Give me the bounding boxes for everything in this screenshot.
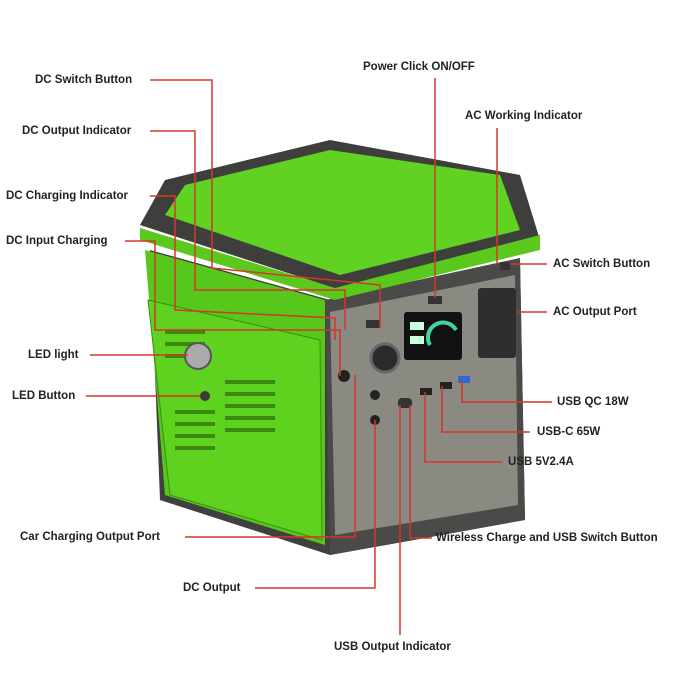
label-ac-working-indicator: AC Working Indicator xyxy=(465,110,583,122)
label-dc-output-indicator: DC Output Indicator xyxy=(22,125,132,137)
label-car-charging-output-port: Car Charging Output Port xyxy=(20,531,160,543)
label-power-click: Power Click ON/OFF xyxy=(363,61,475,73)
ac-output-socket xyxy=(478,288,516,358)
label-dc-charging-indicator: DC Charging Indicator xyxy=(6,190,129,202)
label-usb-qc: USB QC 18W xyxy=(557,396,629,408)
label-led-light: LED light xyxy=(28,349,79,361)
leader-lines xyxy=(86,78,552,635)
label-dc-switch-button: DC Switch Button xyxy=(35,74,133,86)
power-station-body xyxy=(140,140,540,555)
label-dc-input-charging: DC Input Charging xyxy=(6,235,108,247)
label-led-button: LED Button xyxy=(12,390,76,402)
label-dc-output: DC Output xyxy=(183,582,241,594)
label-ac-switch-button: AC Switch Button xyxy=(553,258,651,270)
led-button-icon xyxy=(200,391,210,401)
label-ac-output-port: AC Output Port xyxy=(553,306,637,318)
car-charging-port xyxy=(369,342,401,374)
led-light-icon xyxy=(184,342,212,370)
label-wireless-charge-usb-switch: Wireless Charge and USB Switch Button xyxy=(436,532,658,544)
label-usb-c: USB-C 65W xyxy=(537,426,601,438)
label-usb-5v: USB 5V2.4A xyxy=(508,456,574,468)
label-usb-output-indicator: USB Output Indicator xyxy=(334,641,451,653)
